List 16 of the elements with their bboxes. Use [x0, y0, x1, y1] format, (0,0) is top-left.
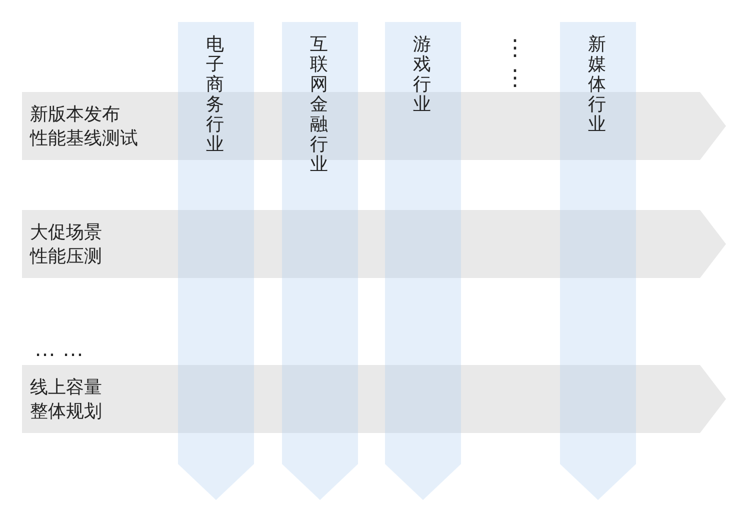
column-label: 新媒体行业 — [588, 34, 607, 134]
ellipsis-label: …… — [34, 336, 90, 362]
row-label: 性能压测 — [30, 245, 102, 268]
row-label: 性能基线测试 — [30, 127, 138, 150]
row-label: 整体规划 — [30, 400, 102, 423]
column-label: 游戏行业 — [413, 34, 432, 114]
row-label: 新版本发布 — [30, 103, 120, 126]
column-arrow — [385, 22, 461, 500]
column-label: 互联网金融行业 — [310, 34, 329, 174]
column-label: 电子商务行业 — [206, 34, 225, 154]
row-label: 大促场景 — [30, 221, 102, 244]
row-label: 线上容量 — [30, 376, 102, 399]
column-arrow — [560, 22, 636, 500]
column-arrow — [178, 22, 254, 500]
ellipsis-label: ⋮⋮ — [504, 35, 516, 93]
column-arrow — [282, 22, 358, 500]
